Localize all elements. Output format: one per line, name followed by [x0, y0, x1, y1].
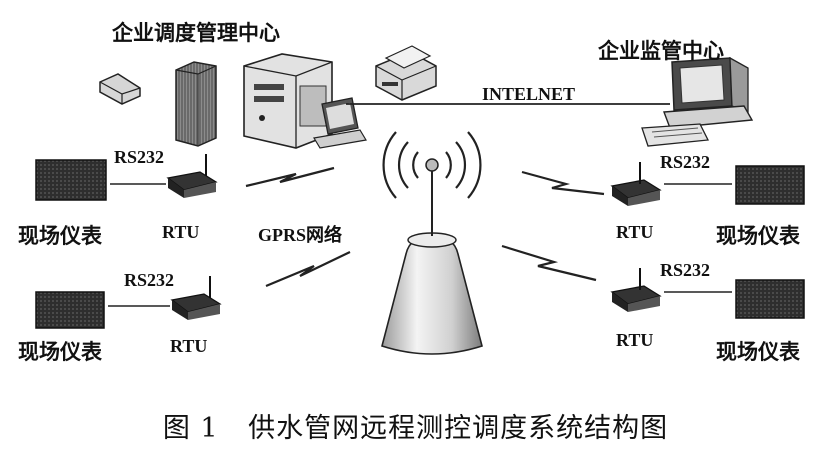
figure-title: 供水管网远程测控调度系统结构图 [248, 413, 669, 444]
internet-label: INTELNET [482, 84, 576, 104]
rs232-label-top-right: RS232 [660, 152, 711, 172]
gprs-network-label: GPRS网络 [258, 225, 343, 245]
radio-waves-icon [382, 131, 482, 199]
server-cabinet-icon [175, 61, 217, 147]
printer-icon [375, 45, 437, 101]
supervision-center-label: 企业监管中心 [598, 38, 724, 63]
modem-icon [99, 73, 141, 105]
workstation-icon [313, 97, 367, 149]
figure-caption: 图 1 供水管网远程测控调度系统结构图 [0, 406, 831, 445]
rtu-label-bottom-right: RTU [616, 330, 654, 350]
rtu-label-top-right: RTU [616, 222, 654, 242]
dispatch-center-label: 企业调度管理中心 [112, 20, 280, 45]
rs232-label-bottom-right: RS232 [660, 260, 711, 280]
rs232-label-bottom-left: RS232 [124, 270, 175, 290]
wireless-link-top-left [245, 166, 335, 188]
wireless-link-bottom-right [501, 244, 597, 282]
wireless-link-bottom-left [265, 251, 351, 288]
computer-icon [641, 56, 754, 147]
field-meter-label-bottom-left: 现场仪表 [18, 339, 102, 364]
rs232-label-top-left: RS232 [114, 147, 165, 167]
field-meter-bottom-left [35, 291, 105, 329]
rtu-device-bottom-right [610, 268, 662, 312]
rtu-device-top-right [610, 162, 662, 206]
rtu-label-bottom-left: RTU [170, 336, 208, 356]
field-meter-bottom-right [735, 279, 805, 319]
field-meter-label-top-left: 现场仪表 [18, 223, 102, 248]
rtu-device-top-left [166, 154, 218, 198]
figure-number: 图 1 [162, 413, 219, 444]
base-station-tower-icon [381, 158, 483, 355]
wireless-link-top-right [521, 170, 605, 196]
field-meter-top-right [735, 165, 805, 205]
rtu-device-bottom-left [170, 276, 222, 320]
rtu-label-top-left: RTU [162, 222, 200, 242]
network-diagram [35, 45, 805, 355]
field-meter-label-top-right: 现场仪表 [716, 223, 800, 248]
server-icon [243, 53, 333, 149]
field-meter-top-left [35, 159, 107, 201]
field-meter-label-bottom-right: 现场仪表 [716, 339, 800, 364]
